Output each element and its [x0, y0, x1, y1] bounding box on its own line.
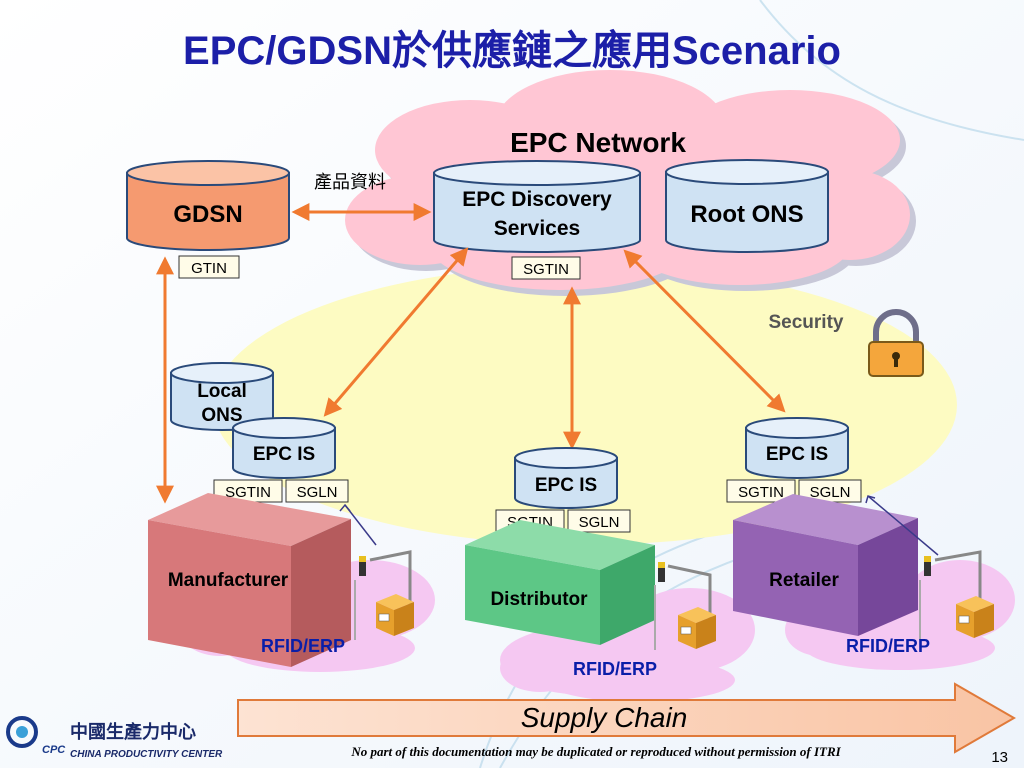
svg-text:SGTIN: SGTIN: [738, 484, 784, 501]
local-ons-label-line1: Local: [197, 381, 247, 402]
rfid-erp-retailer-label: RFID/ERP: [846, 636, 930, 656]
arrow-discovery-retailer-is: [623, 249, 786, 413]
epc-is-retailer-label: EPC IS: [766, 444, 828, 465]
logo-text: CPC: [42, 744, 66, 756]
cpc-logo-icon: CPC: [6, 716, 66, 756]
rfid-reader-retailer-icon: [919, 550, 982, 640]
page-number: 13: [991, 749, 1008, 766]
gdsn-database[interactable]: GDSN: [126, 160, 290, 251]
svg-text:SGLN: SGLN: [297, 484, 338, 501]
product-data-label: 產品資料: [314, 172, 386, 192]
epc-is-distributor-database[interactable]: EPC IS: [514, 447, 618, 509]
manufacturer-sgtin-tag: SGTIN: [213, 479, 283, 503]
epc-is-retailer-database[interactable]: EPC IS: [745, 417, 849, 479]
copyright-notice: No part of this documentation may be dup…: [350, 744, 841, 759]
manufacturer-label: Manufacturer: [168, 570, 289, 591]
distributor-box[interactable]: [465, 520, 655, 645]
root-ons-database[interactable]: Root ONS: [665, 159, 829, 253]
root-ons-label: Root ONS: [690, 201, 803, 228]
svg-text:SGTIN: SGTIN: [523, 261, 569, 278]
package-retailer-icon: [956, 596, 994, 638]
epc-is-manufacturer-label: EPC IS: [253, 444, 315, 465]
reader-arrows: [339, 495, 939, 556]
svg-text:SGTIN: SGTIN: [225, 484, 271, 501]
manufacturer-box[interactable]: [148, 493, 351, 667]
page-title: EPC/GDSN於供應鏈之應用Scenario: [183, 28, 841, 73]
org-en-name: CHINA PRODUCTIVITY CENTER: [70, 749, 223, 760]
distributor-label: Distributor: [490, 589, 588, 610]
package-manufacturer-icon: [376, 594, 414, 636]
epc-is-distributor-label: EPC IS: [535, 475, 597, 496]
title-suffix: Scenario: [672, 29, 841, 73]
epc-discovery-services-database[interactable]: EPC Discovery Services: [433, 160, 641, 253]
arrow-discovery-manufacturer-is: [323, 247, 469, 417]
svg-text:SGLN: SGLN: [810, 484, 851, 501]
supply-chain-arrow: [237, 682, 1017, 754]
title-cjk: 於供應鏈之應用: [392, 28, 672, 73]
epc-network-label: EPC Network: [510, 127, 686, 158]
local-ons-database[interactable]: Local ONS: [170, 362, 274, 431]
manufacturer-sgln-tag: SGLN: [285, 479, 349, 503]
discovery-label-line1: EPC Discovery: [462, 188, 612, 211]
security-label: Security: [769, 312, 844, 333]
lock-icon: [868, 309, 924, 377]
rfid-erp-manufacturer-label: RFID/ERP: [261, 636, 345, 656]
rfid-reader-manufacturer-icon: [354, 550, 412, 640]
gdsn-label: GDSN: [173, 201, 242, 228]
retailer-label: Retailer: [769, 570, 839, 591]
svg-text:GTIN: GTIN: [191, 260, 227, 277]
retailer-box[interactable]: [733, 494, 918, 636]
rfid-erp-distributor-label: RFID/ERP: [573, 659, 657, 679]
title-prefix: EPC/GDSN: [183, 29, 392, 73]
retailer-sgtin-tag: SGTIN: [726, 479, 796, 503]
discovery-sgtin-tag: SGTIN: [511, 256, 581, 280]
distributor-sgln-tag: SGLN: [567, 509, 631, 533]
retailer-sgln-tag: SGLN: [798, 479, 862, 503]
local-ons-label-line2: ONS: [201, 405, 242, 426]
package-distributor-icon: [678, 607, 716, 649]
svg-text:SGLN: SGLN: [579, 514, 620, 531]
connection-arrows: [156, 203, 786, 504]
org-cjk-name: 中國生產力中心: [70, 721, 196, 742]
gdsn-gtin-tag: GTIN: [178, 255, 240, 279]
epc-is-manufacturer-database[interactable]: EPC IS: [232, 417, 336, 479]
supply-chain-label: Supply Chain: [521, 702, 688, 733]
discovery-label-line2: Services: [494, 217, 580, 240]
